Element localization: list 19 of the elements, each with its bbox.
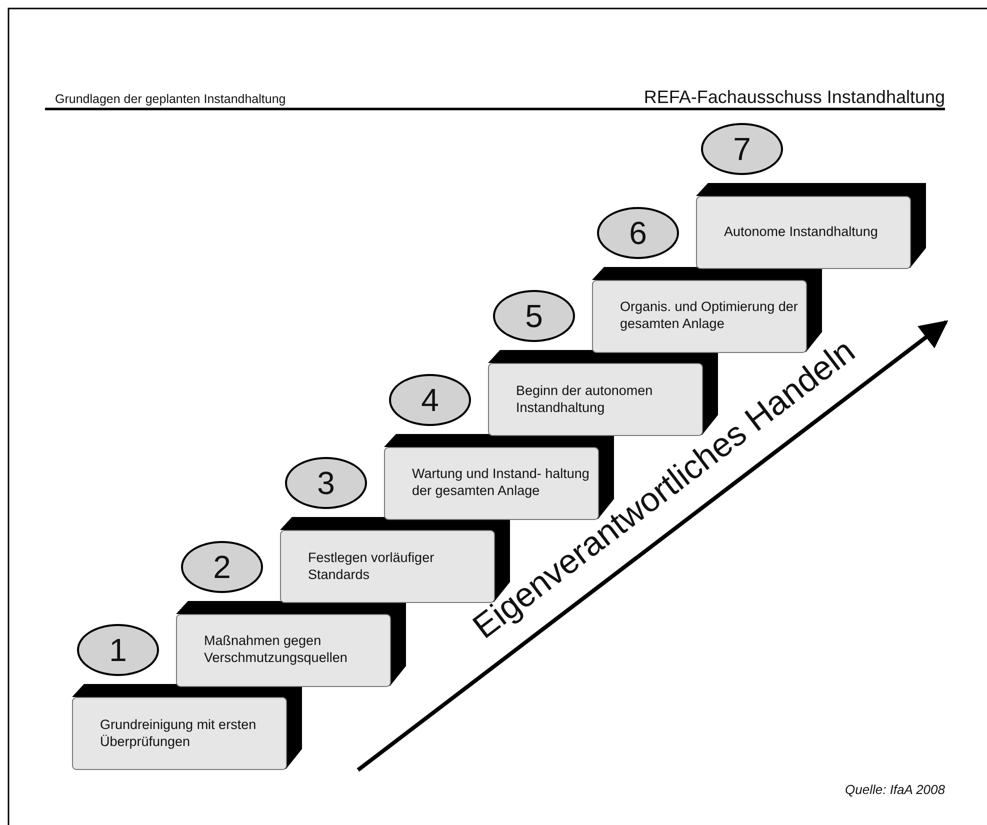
step-text: Grundreinigung mit ersten Überprüfungen	[100, 716, 258, 750]
step-number: 4	[421, 384, 439, 416]
step-number: 1	[109, 634, 127, 666]
stair-step-block	[176, 600, 408, 688]
step-text: Organis. und Optimierung der gesamten Anlage	[620, 299, 798, 333]
step-number: 2	[213, 550, 231, 582]
header-subtitle: Grundlagen der geplanten Instandhaltung	[55, 92, 286, 106]
step-number: 6	[629, 216, 647, 248]
stair-step-block	[72, 684, 304, 771]
stair-step-block	[696, 183, 928, 270]
source-note: Quelle: IfaA 2008	[845, 782, 945, 797]
step-number: 3	[317, 467, 335, 499]
step-text: Festlegen vorläufiger Standards	[308, 550, 436, 584]
step-text: Beginn der autonomen Instandhaltung	[516, 382, 654, 416]
step-text: Maßnahmen gegen Verschmutzungsquellen	[204, 633, 348, 667]
step-number: 7	[733, 133, 751, 165]
step-text: Autonome Instandhaltung	[724, 224, 878, 241]
step-number: 5	[525, 300, 543, 332]
header-title: REFA-Fachausschuss Instandhaltung	[644, 87, 945, 108]
